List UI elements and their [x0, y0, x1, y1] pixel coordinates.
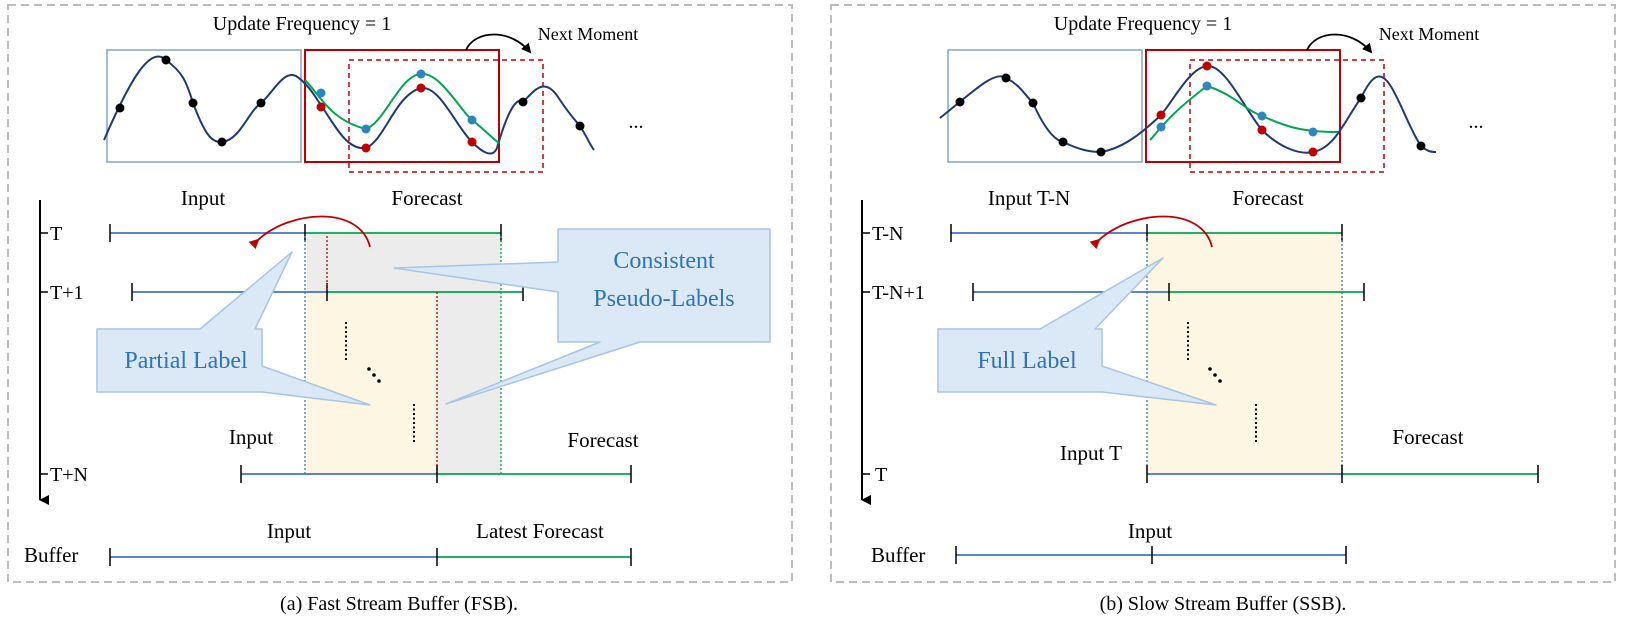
buffer-forecast-label: Latest Forecast	[476, 519, 604, 543]
input-label-lower: Input	[229, 425, 273, 449]
buffer-label: Buffer	[871, 543, 925, 567]
pseudo-point	[1257, 111, 1267, 121]
forecast-label-lower: Forecast	[567, 428, 638, 452]
row-t-plus-n: T+N	[40, 464, 632, 486]
row-label: T-N	[872, 223, 903, 245]
buffer-label: Buffer	[24, 543, 78, 567]
forecast-point	[1156, 110, 1166, 120]
data-point	[575, 121, 585, 131]
pseudo-label-line	[1149, 84, 1339, 141]
ellipsis: ...	[1469, 111, 1484, 133]
forecast-point	[416, 83, 426, 93]
row-label: T-N+1	[872, 282, 925, 304]
panel-frame	[7, 4, 793, 583]
series-points	[115, 55, 585, 153]
forecast-label-lower: Forecast	[1392, 425, 1463, 449]
input-label-lower: Input T	[1060, 441, 1122, 465]
partial-label-region	[307, 292, 437, 474]
row-label: T	[875, 464, 887, 486]
row-label: T+N	[50, 464, 88, 486]
input-header: Input	[181, 186, 225, 210]
next-moment-label: Next Moment	[1379, 24, 1480, 44]
partial-label-text: Partial Label	[124, 348, 248, 374]
forecast-point	[361, 143, 371, 153]
data-point	[217, 137, 227, 147]
pseudo-point	[316, 88, 326, 98]
forecast-point	[467, 137, 477, 147]
panel-fsb: Update Frequency = 1 Next	[7, 4, 793, 615]
forecast-window	[304, 49, 500, 163]
pseudo-point	[1202, 81, 1212, 91]
update-frequency-label: Update Frequency = 1	[1054, 13, 1232, 35]
buffer-row: Buffer Input Latest Forecast	[24, 519, 632, 567]
row-label: T	[50, 223, 62, 245]
input-window	[947, 49, 1143, 163]
panel-ssb: Update Frequency = 1 Next Moment ...	[830, 4, 1616, 615]
partial-label-callout: Partial Label	[96, 251, 371, 406]
data-point	[1416, 141, 1426, 151]
row-t-minus-n: T-N	[862, 223, 1343, 245]
input-header: Input T-N	[988, 186, 1070, 210]
forecast-point	[1257, 125, 1267, 135]
data-point	[115, 103, 125, 113]
next-moment-window	[348, 59, 544, 173]
data-point	[1028, 98, 1038, 108]
series-points	[955, 61, 1426, 157]
pseudo-label-line	[304, 72, 500, 144]
row-t: T	[862, 464, 1539, 486]
next-moment-label: Next Moment	[538, 24, 639, 44]
full-label-callout: Full Label	[937, 257, 1217, 406]
row-t: T	[40, 223, 502, 245]
pseudo-point	[361, 124, 371, 134]
forecast-point	[316, 102, 326, 112]
pseudo-point	[416, 69, 426, 79]
buffer-input-label: Input	[1128, 519, 1172, 543]
data-point	[1356, 93, 1366, 103]
data-point	[1096, 147, 1106, 157]
pseudo-point	[1308, 127, 1318, 137]
caption: (b) Slow Stream Buffer (SSB).	[1100, 593, 1347, 615]
data-point	[161, 55, 171, 65]
pseudo-label-callout: Consistent Pseudo-Labels	[393, 228, 771, 405]
pseudo-point	[1156, 122, 1166, 132]
buffer-input-label: Input	[267, 519, 311, 543]
next-moment-arrow	[465, 33, 532, 54]
next-moment-window	[1189, 59, 1385, 173]
row-label: T+1	[50, 282, 84, 304]
forecast-window	[1145, 49, 1341, 163]
ellipsis: ...	[629, 111, 644, 133]
data-point	[188, 98, 198, 108]
pseudo-point	[467, 115, 477, 125]
next-moment-arrow	[1306, 33, 1373, 54]
data-point	[955, 97, 965, 107]
dots-diagonal	[367, 367, 381, 383]
row-t-minus-n-plus-1: T-N+1	[862, 282, 1365, 304]
data-point	[256, 98, 266, 108]
forecast-header: Forecast	[1232, 186, 1303, 210]
forecast-point	[1202, 61, 1212, 71]
data-point	[1001, 73, 1011, 83]
full-label-region	[1147, 233, 1342, 474]
data-point	[1058, 137, 1068, 147]
pseudo-label-text-2: Pseudo-Labels	[593, 286, 734, 312]
input-window	[106, 49, 302, 163]
caption: (a) Fast Stream Buffer (FSB).	[280, 593, 518, 615]
time-series-line	[939, 64, 1437, 154]
data-point	[518, 97, 528, 107]
forecast-header: Forecast	[391, 186, 462, 210]
buffer-row: Buffer Input	[871, 519, 1347, 567]
row-t-plus-1: T+1	[40, 282, 524, 304]
pseudo-label-text-1: Consistent	[613, 248, 715, 274]
shift-arrow	[1089, 215, 1213, 250]
dots-diagonal	[1208, 367, 1222, 383]
panel-frame	[830, 4, 1616, 583]
forecast-point	[1308, 147, 1318, 157]
full-label-text: Full Label	[977, 348, 1077, 374]
shift-arrow	[248, 215, 371, 250]
update-frequency-label: Update Frequency = 1	[213, 13, 391, 35]
